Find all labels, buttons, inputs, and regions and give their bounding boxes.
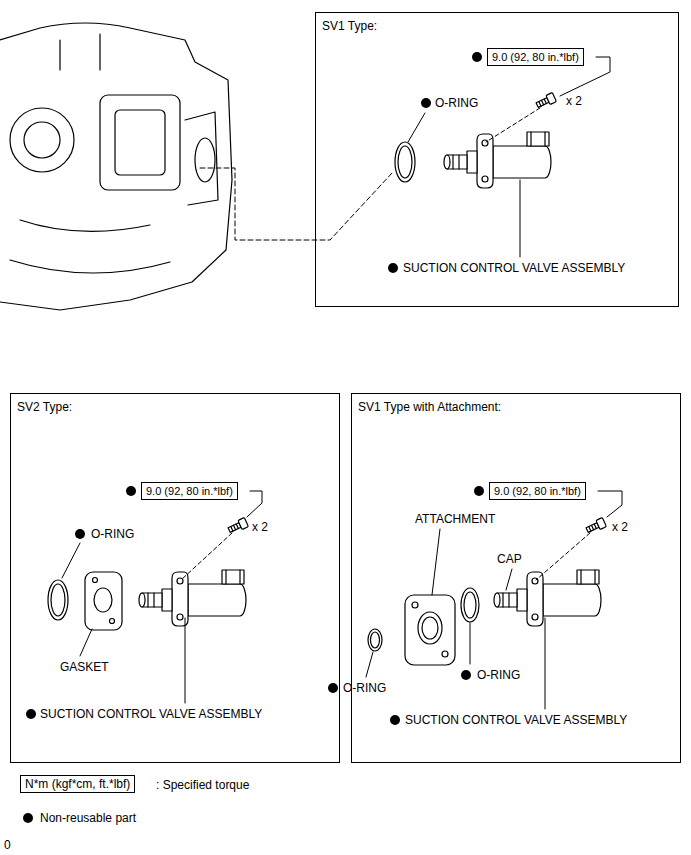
part-label: SUCTION CONTROL VALVE ASSEMBLY [40,707,262,721]
install-line [536,533,590,580]
figure-code: 0 [4,838,11,852]
part-label: SUCTION CONTROL VALVE ASSEMBLY [403,261,625,275]
bolt-symbol [585,518,606,535]
type-panel: SV1 Type with Attachment: 9.0 (92, 80 in.… [351,393,681,763]
install-line [200,168,393,240]
o-ring-symbol [368,629,382,651]
valve-symbol [139,570,246,626]
torque-spec-box: 9.0 (92, 80 in.*lbf) [489,482,586,500]
leader-line [185,618,186,703]
torque-value: 9.0 (92, 80 in.*lbf) [492,50,579,64]
install-line [486,108,540,142]
valve-symbol [444,132,551,188]
quantity-label: x 2 [252,520,268,534]
torque-spec-box: 9.0 (92, 80 in.*lbf) [141,482,238,500]
torque-value: 9.0 (92, 80 in.*lbf) [494,484,581,498]
part-label: CAP [497,552,522,566]
install-line [181,533,232,580]
gasket-symbol [85,572,122,630]
legend-entry: Non-reusable part [40,811,136,825]
legend-text: : Specified torque [156,778,249,792]
part-label: O-RING [91,527,134,541]
torque-unit-box: N*m (kgf*cm, ft.*lbf) [20,775,135,793]
leader-line [62,543,80,578]
leader-line [366,652,373,677]
o-ring-symbol [48,580,68,620]
part-label: GASKET [60,660,109,674]
o-ring-symbol [395,142,415,182]
torque-value: 9.0 (92, 80 in.*lbf) [146,484,233,498]
panel-heading: SV1 Type: [322,19,377,33]
part-label: O-RING [343,681,386,695]
non-reusable-dot [23,52,484,823]
legend-text: Non-reusable part [40,811,136,825]
panel-heading: SV1 Type with Attachment: [358,400,501,414]
leader-line [598,491,622,517]
part-label: ATTACHMENT [415,512,495,526]
panel-heading: SV2 Type: [17,400,72,414]
leader-line [80,629,92,656]
part-label: SUCTION CONTROL VALVE ASSEMBLY [405,713,627,727]
leader-line [545,618,546,709]
part-label: O-RING [477,668,520,682]
bolt-symbol [535,93,556,110]
leader-line [247,491,262,517]
attachment-symbol [405,595,455,665]
o-ring-symbol [461,588,479,622]
leader-line [470,623,471,664]
legend-entry: : Specified torque [156,778,249,792]
quantity-label: x 2 [612,520,628,534]
leader-line [520,180,521,257]
bolt-symbol [227,518,248,535]
valve-symbol [494,570,601,626]
supply-pump [0,23,232,310]
torque-spec-box: 9.0 (92, 80 in.*lbf) [487,48,584,66]
part-label: O-RING [435,96,478,110]
quantity-label: x 2 [566,94,582,108]
leader-line [506,569,512,590]
leader-line [408,113,425,142]
leader-line [432,529,440,595]
